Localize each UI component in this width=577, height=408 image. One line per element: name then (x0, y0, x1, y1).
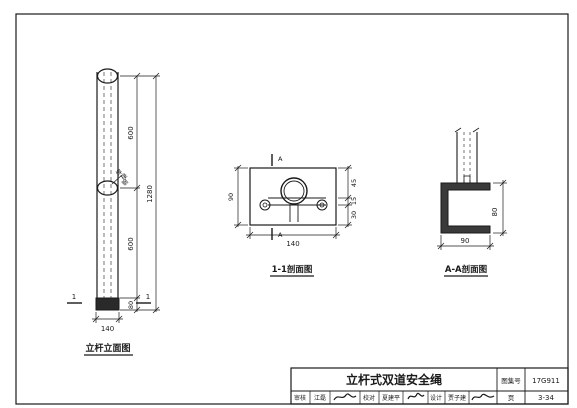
dim-upper-600: 600 (127, 126, 135, 139)
review-label: 审核 (294, 394, 306, 402)
middle-rope-eye (96, 180, 119, 196)
dim-total-1280: 1280 (146, 185, 154, 203)
caption-section-a-a: A-A剖面图 (445, 264, 487, 275)
check-signature (407, 392, 425, 400)
bolt-hole-right-inner (319, 202, 325, 208)
section-1-1-bottom-dim (246, 227, 340, 239)
section-1-1-right-dims (338, 164, 352, 229)
elevation-dimension-lines (120, 72, 160, 314)
section-1-1-view (249, 154, 337, 240)
page-label: 页 (508, 394, 515, 402)
bolt-hole-left (259, 199, 271, 211)
post-section-outer (280, 177, 308, 205)
dim-left-90: 90 (227, 193, 235, 201)
review-name: 江磊 (314, 395, 326, 402)
section-a-a-view (440, 127, 491, 234)
base-width-dimension (92, 312, 123, 323)
post-section-inner (283, 180, 305, 202)
cut-mark-a-top: A (278, 155, 283, 163)
section-a-a-height-dim (493, 179, 507, 237)
channel-section (440, 182, 491, 234)
base-plate (95, 297, 120, 311)
section-1-1-left-dim (234, 164, 248, 229)
check-name: 夏建平 (382, 394, 400, 402)
caption-section-1-1: 1-1剖面图 (272, 264, 313, 275)
section-mark-left: 1 (72, 293, 76, 301)
dim-base-width-140: 140 (101, 325, 114, 333)
top-rope-eye (96, 68, 119, 84)
weld-note-char-3: 钢 (120, 178, 130, 188)
dim-bottom-140: 140 (286, 240, 299, 248)
design-name: 贾子建 (448, 394, 466, 402)
base-plate-plan (249, 167, 337, 226)
drawing-title: 立杆式双道安全绳 (346, 372, 442, 387)
weld-note-char-2: 接 (119, 172, 129, 182)
post-elevation-view (95, 68, 123, 311)
dim-right-45: 45 (350, 179, 358, 187)
caption-elevation: 立杆立面图 (85, 342, 130, 354)
weld-note-char-1: 焊 (114, 168, 124, 178)
section-a-a-width-dim (437, 235, 494, 250)
bolt-hole-left-inner (262, 202, 268, 208)
atlas-number: 17G911 (532, 377, 560, 385)
dim-aa-width-90: 90 (461, 237, 470, 245)
check-label: 校对 (363, 394, 375, 402)
section-mark-right: 1 (146, 293, 150, 301)
dim-base-height-80: 80 (127, 301, 135, 309)
dim-aa-height-80: 80 (491, 208, 499, 217)
dim-right-30: 30 (350, 211, 358, 219)
title-block (290, 367, 569, 405)
design-signature (471, 393, 495, 401)
bolt-hole-right (316, 199, 328, 211)
page-number: 3-34 (538, 394, 554, 402)
atlas-number-label: 图集号 (501, 376, 521, 385)
dim-lower-600: 600 (127, 237, 135, 250)
design-label: 设计 (430, 394, 442, 402)
dim-right-15: 15 (350, 197, 358, 205)
review-signature (333, 393, 357, 401)
